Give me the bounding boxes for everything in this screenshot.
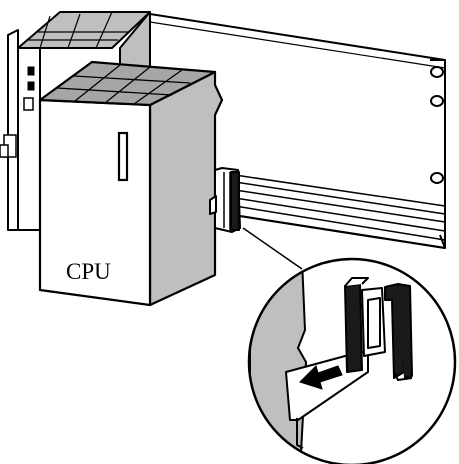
slot-icon	[117, 131, 129, 182]
back-module-details	[0, 66, 35, 158]
cpu-module	[38, 60, 224, 307]
rail-mounting-holes	[430, 66, 444, 184]
cpu-vent-grid	[56, 64, 191, 105]
arrow-left-icon	[299, 365, 343, 390]
cpu-label: CPU	[66, 259, 111, 284]
rail-hole-middle	[430, 95, 444, 107]
rail-hole-bottom	[430, 172, 444, 184]
cpu-status-slot	[117, 131, 129, 182]
rail-hole-top	[430, 66, 444, 78]
bus-connector	[209, 167, 241, 233]
detail-view	[247, 257, 457, 464]
callout-leader	[242, 227, 303, 270]
back-module-vent-grid	[27, 11, 128, 49]
